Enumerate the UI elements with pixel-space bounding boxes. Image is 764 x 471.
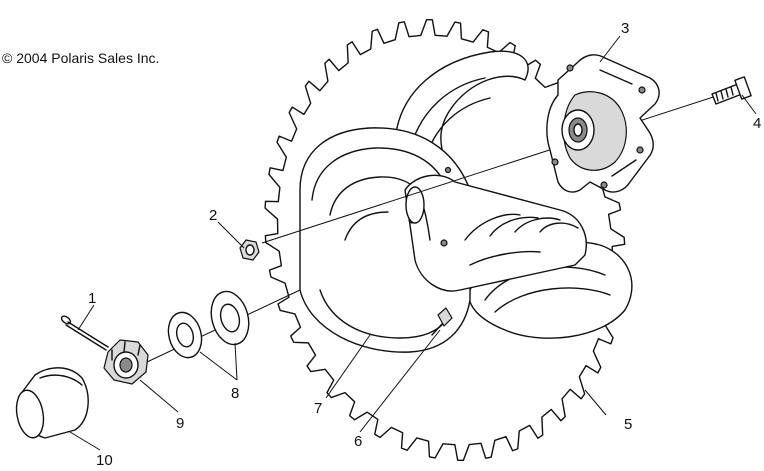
callout-10: 10 [96,452,113,466]
callout-9: 9 [176,415,184,432]
castle-nut-icon [103,339,149,385]
callout-5: 5 [624,416,632,433]
washer-icon [167,290,250,359]
bolt-icon [711,76,752,105]
callout-7: 7 [314,400,322,417]
callout-6: 6 [354,433,362,450]
dust-cap-icon [15,367,89,439]
callout-8: 8 [231,385,239,402]
rim-icon [299,127,587,353]
callout-labels: 1 2 3 4 5 6 7 8 9 10 [88,20,761,469]
cotter-pin-icon [60,315,109,351]
hub-icon [546,54,660,193]
valve-stem-icon [431,307,453,336]
callout-3: 3 [621,20,629,37]
callout-1: 1 [88,290,96,307]
callout-2: 2 [209,207,217,224]
copyright-text: © 2004 Polaris Sales Inc. [2,50,160,66]
callout-4: 4 [753,115,761,132]
lug-nut-icon [239,239,260,261]
leader-lines [69,35,757,451]
